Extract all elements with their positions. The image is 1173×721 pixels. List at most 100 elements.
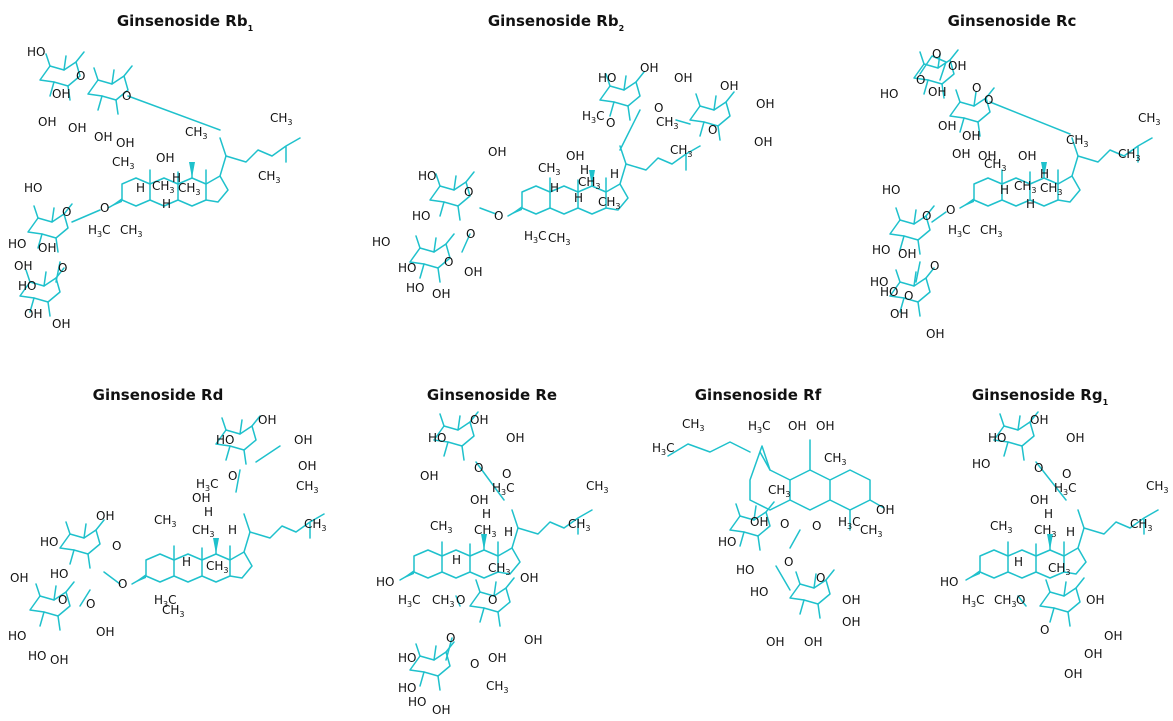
atom-label: CH3: [304, 517, 327, 533]
atom-label: CH3: [120, 223, 143, 239]
atom-label: O: [984, 93, 993, 107]
atom-label: OH: [788, 419, 806, 433]
atom-label: O: [444, 255, 453, 269]
atom-label: O: [780, 517, 789, 531]
atom-label: OH: [258, 413, 276, 427]
atom-label: O: [1034, 461, 1043, 475]
atom-label: HO: [406, 281, 424, 295]
atom-label: OH: [640, 61, 658, 75]
atom-label: OH: [898, 247, 916, 261]
atom-label: O: [470, 657, 479, 671]
atom-label: CH3: [860, 523, 883, 539]
atom-label: H3C: [582, 109, 605, 125]
structure-rf: CH3 H3C H3C OH OH CH3 CH3 OH H3C CH3 O O…: [652, 417, 894, 649]
atom-label: CH3: [152, 179, 175, 195]
atom-label: HO: [40, 535, 58, 549]
atom-label: OH: [10, 571, 28, 585]
atom-label: H3C: [748, 419, 771, 435]
atom-label: O: [62, 205, 71, 219]
atom-label: OH: [928, 85, 946, 99]
atom-label: HO: [872, 243, 890, 257]
atom-label: OH: [842, 615, 860, 629]
atom-label: CH3: [185, 125, 208, 141]
atom-label: O: [488, 593, 497, 607]
atom-label: H3C: [154, 593, 177, 609]
atom-label: HO: [750, 585, 768, 599]
atom-label: CH3: [1048, 561, 1071, 577]
atom-label: OH: [116, 136, 134, 150]
atom-label: OH: [1030, 493, 1048, 507]
title-rb2: Ginsenoside Rb2: [488, 12, 624, 33]
atom-label: CH3: [670, 143, 693, 159]
atom-label: O: [1040, 623, 1049, 637]
atom-label: H: [172, 171, 181, 185]
atom-label: O: [58, 261, 67, 275]
atom-label: HO: [428, 431, 446, 445]
atom-label: OH: [298, 459, 316, 473]
atom-label: O: [1016, 593, 1025, 607]
atom-label: CH3: [112, 155, 135, 171]
atom-label: CH3: [192, 523, 215, 539]
atom-label: O: [494, 209, 503, 223]
atom-label: OH: [470, 493, 488, 507]
atom-label: HO: [8, 237, 26, 251]
title-rd: Ginsenoside Rd: [93, 386, 224, 404]
atom-label: OH: [1086, 593, 1104, 607]
atom-label: HO: [408, 695, 426, 709]
atom-label: H: [228, 523, 237, 537]
atom-label: CH3: [768, 483, 791, 499]
atom-label: CH3: [488, 561, 511, 577]
atom-label: O: [606, 116, 615, 130]
atom-label: OH: [948, 59, 966, 73]
atom-label: OH: [96, 509, 114, 523]
atom-label: HO: [870, 275, 888, 289]
atom-label: CH3: [270, 111, 293, 127]
atom-label: H: [162, 197, 171, 211]
atom-label: CH3: [980, 223, 1003, 239]
atom-label: O: [1062, 467, 1071, 481]
atom-label: CH3: [258, 169, 281, 185]
atom-label: H: [1066, 525, 1075, 539]
atom-label: CH3: [994, 593, 1017, 609]
atom-label: H: [504, 525, 513, 539]
atom-label: H: [204, 505, 213, 519]
atom-label: O: [916, 73, 925, 87]
atom-label: HO: [972, 457, 990, 471]
atom-label: H3C: [196, 477, 219, 493]
atom-label: OH: [50, 653, 68, 667]
atom-label: H3C: [948, 223, 971, 239]
atom-label: OH: [804, 635, 822, 649]
atom-label: H3C: [1054, 481, 1077, 497]
atom-label: CH3: [682, 417, 705, 433]
atom-label: OH: [432, 703, 450, 717]
atom-label: H: [482, 507, 491, 521]
structure-rc: O OH HO O OH O O OH OH OH OH OH H CH3 CH…: [870, 47, 1161, 341]
atom-label: O: [466, 227, 475, 241]
atom-label: OH: [766, 635, 784, 649]
atom-label: OH: [294, 433, 312, 447]
atom-label: O: [972, 81, 981, 95]
atom-label: O: [932, 47, 941, 61]
atom-label: OH: [420, 469, 438, 483]
atom-label: OH: [816, 419, 834, 433]
atom-label: HO: [398, 681, 416, 695]
atom-label: H: [136, 181, 145, 195]
atom-label: O: [456, 593, 465, 607]
atom-label: OH: [24, 307, 42, 321]
title-rb1: Ginsenoside Rb1: [117, 12, 254, 33]
atom-label: OH: [756, 97, 774, 111]
atom-label: HO: [418, 169, 436, 183]
atom-label: HO: [940, 575, 958, 589]
atom-label: HO: [736, 563, 754, 577]
structure-rd: HO OH OH OH O H3C CH3 CH3 OH H CH3 CH3 H…: [8, 413, 327, 667]
atom-label: O: [228, 469, 237, 483]
atom-label: CH3: [206, 559, 229, 575]
atom-label: O: [502, 467, 511, 481]
atom-label: HO: [376, 575, 394, 589]
atom-label: CH3: [578, 175, 601, 191]
atom-label: HO: [24, 181, 42, 195]
atom-label: CH3: [990, 519, 1013, 535]
atom-label: OH: [978, 149, 996, 163]
atom-label: OH: [1064, 667, 1082, 681]
